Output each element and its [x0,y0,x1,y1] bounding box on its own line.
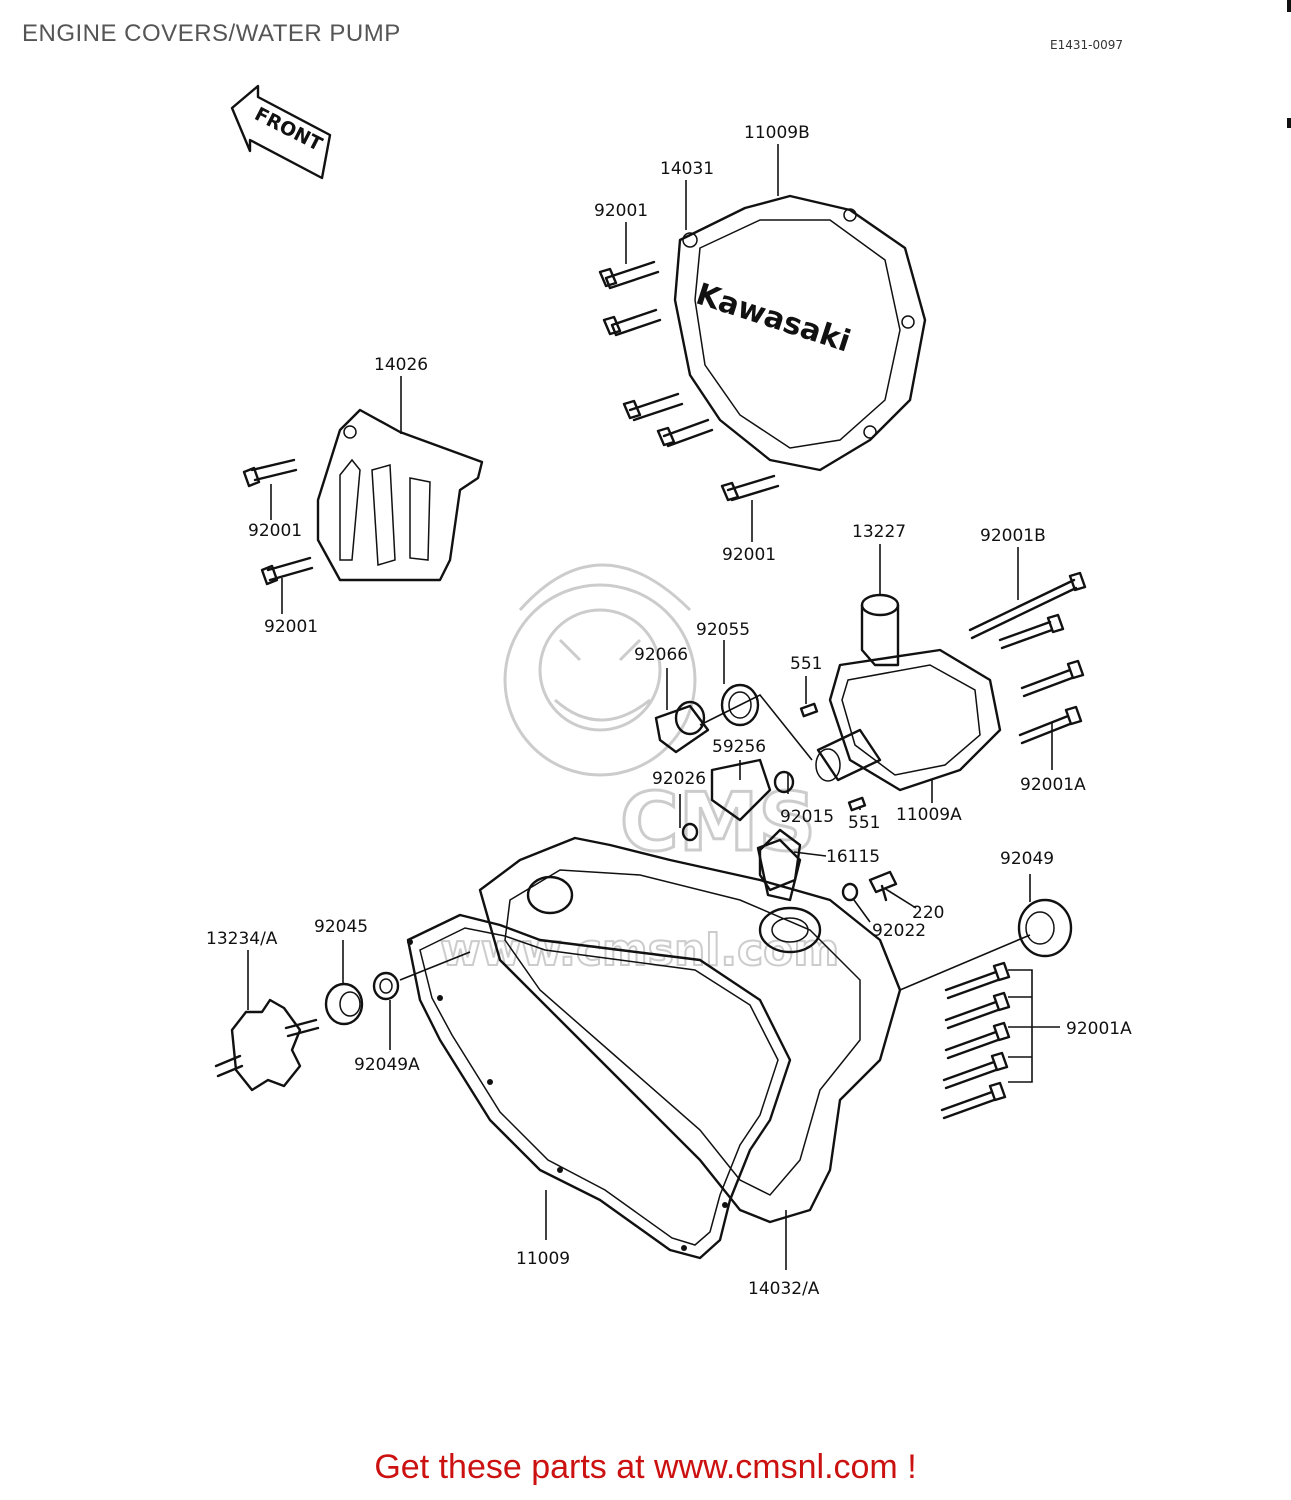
watermark: CMS www.cmsnl.com [439,563,840,977]
cover-logo: Kawasaki [692,277,855,360]
part-label: 14031 [660,159,714,179]
sprocket-cover [242,408,484,586]
part-label: 14032/A [748,1279,820,1299]
bolt-icon [598,260,780,502]
page-title: ENGINE COVERS/WATER PUMP [22,20,401,47]
footer-link[interactable]: Get these parts at www.cmsnl.com ! [374,1448,917,1486]
part-label: 59256 [712,737,766,757]
part-label: 16115 [826,847,880,867]
watermark-logo-icon [518,563,692,722]
part-label: 551 [848,813,880,833]
part-label: 92001A [1020,775,1086,795]
water-pump-cover [815,593,1002,792]
crankcase-cover [406,836,902,1260]
leader-lines [247,144,1053,1270]
edge-mark [1287,0,1291,12]
part-label: 92001 [248,521,302,541]
part-label: 13234/A [206,929,278,949]
part-label: 92001 [264,617,318,637]
diagram-code: E1431-0097 [1050,38,1123,52]
part-label: 11009 [516,1249,570,1269]
part-label: 92022 [872,921,926,941]
part-label: 92001A [1066,1019,1132,1039]
part-label: 11009A [896,805,962,825]
part-label: 13227 [852,522,906,542]
part-label: 220 [912,903,944,923]
part-label: 14026 [374,355,428,375]
edge-mark [1287,118,1291,128]
part-label: 92049A [354,1055,420,1075]
part-label: 551 [790,654,822,674]
impeller-gear [214,951,471,1092]
clutch-cover: Kawasaki [673,194,927,472]
front-label: FRONT [251,103,326,156]
part-label: 92045 [314,917,368,937]
water-pump-small-parts [654,683,867,842]
bolt-icon [968,571,1087,745]
part-label: 92001B [980,526,1046,546]
part-label: 11009B [744,123,810,143]
part-label: 92001 [722,545,776,565]
part-label: 92001 [594,201,648,221]
part-label: 92026 [652,769,706,789]
part-label: 92015 [780,807,834,827]
front-arrow-icon: FRONT [230,84,332,180]
elbow-fitting [758,828,898,902]
part-labels: 11009B 14031 92001 14026 92001 92001 920… [206,123,1132,1299]
part-label: 92066 [634,645,688,665]
oil-seal [899,898,1073,991]
watermark-logo-icon [503,583,697,777]
part-label: 92055 [696,620,750,640]
part-label: 92049 [1000,849,1054,869]
bolt-icon [940,961,1060,1120]
watermark-logo-icon [538,608,662,732]
